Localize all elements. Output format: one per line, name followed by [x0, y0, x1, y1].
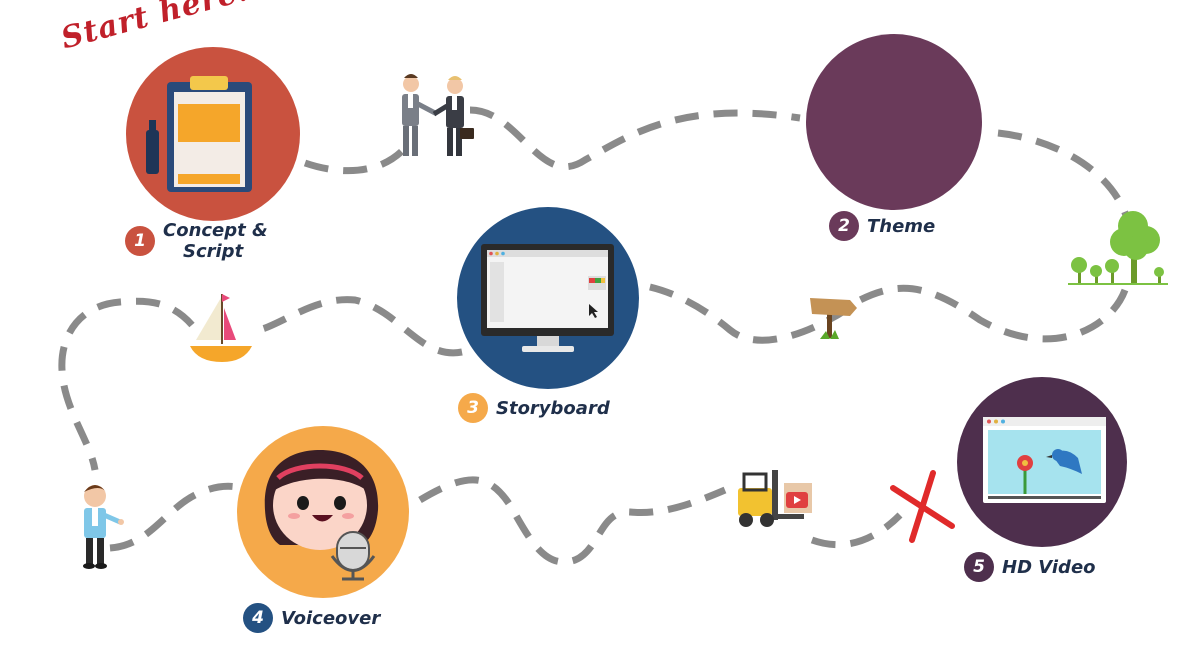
step-1-circle [126, 47, 300, 221]
step-4-label: 4 Voiceover [243, 603, 380, 633]
step-2-title: Theme [867, 215, 936, 237]
step-4-circle [237, 426, 409, 598]
step-2-label: 2 Theme [829, 211, 935, 241]
step-4-title: Voiceover [281, 607, 381, 629]
video-window-icon [983, 417, 1106, 503]
x-mark-icon [890, 470, 955, 543]
step-3-badge: 3 [458, 393, 488, 423]
sailboat-icon [190, 294, 252, 362]
step-3-circle [457, 207, 639, 389]
monitor-icon [481, 244, 614, 352]
dashed-path [58, 106, 1134, 566]
forklift-icon [738, 470, 812, 527]
step-1-title: Concept & Script [163, 220, 268, 262]
signpost-icon [810, 298, 857, 339]
step-5-badge: 5 [964, 552, 994, 582]
step-3-title: Storyboard [496, 397, 610, 419]
girl-face-icon [264, 450, 379, 550]
presenter-icon [83, 485, 124, 569]
microphone-icon [330, 531, 376, 581]
step-1-badge: 1 [125, 226, 155, 256]
step-2-badge: 2 [829, 211, 859, 241]
trees-icon [1068, 211, 1168, 285]
step-1-label: 1 Concept & Script [125, 220, 268, 262]
step-3-label: 3 Storyboard [458, 393, 610, 423]
pen-icon [146, 120, 159, 174]
handshake-icon [402, 74, 474, 156]
step-5-circle [957, 377, 1127, 547]
step-4-badge: 4 [243, 603, 273, 633]
clipboard-icon [167, 76, 252, 192]
step-2-circle [806, 34, 982, 210]
step-5-label: 5 HD Video [964, 552, 1096, 582]
step-5-title: HD Video [1002, 556, 1096, 578]
